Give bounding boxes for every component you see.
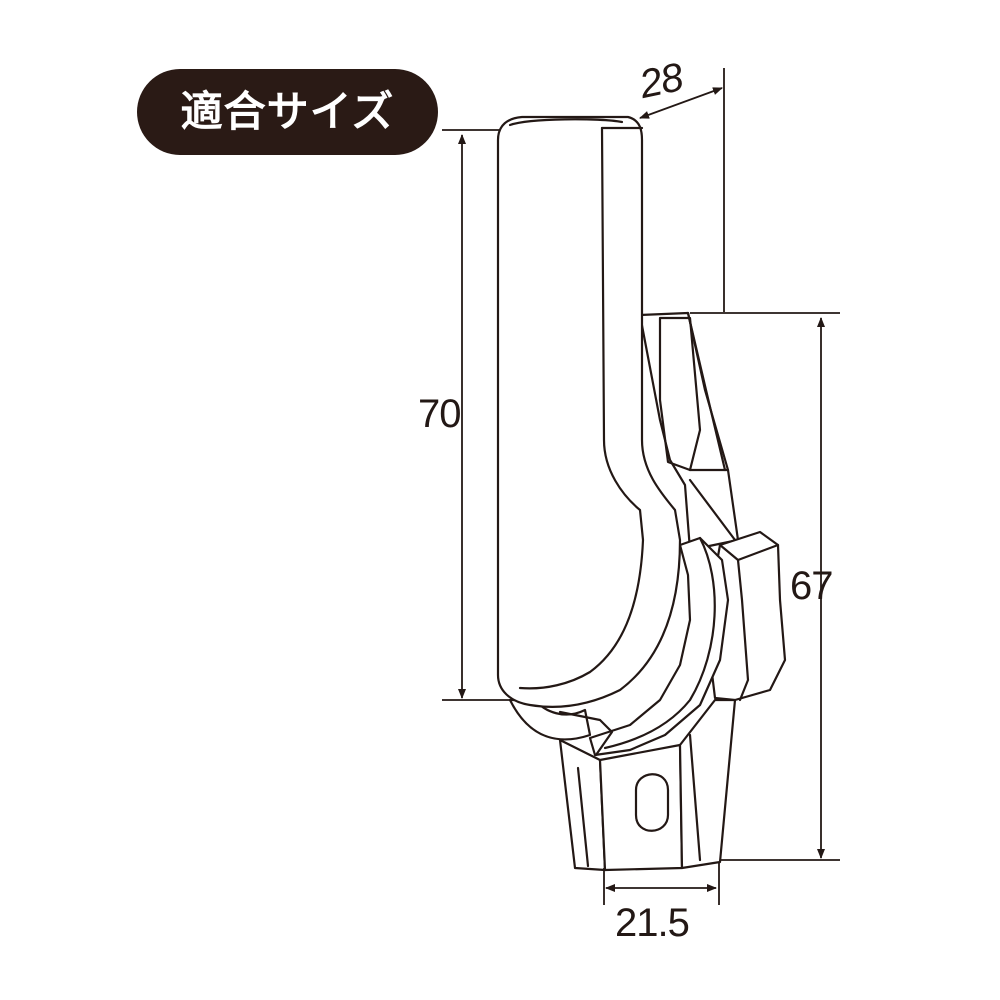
dimension-28-label: 28	[635, 55, 687, 108]
lock-handle	[496, 115, 682, 708]
dimension-67-label: 67	[790, 564, 833, 608]
lock-base	[558, 698, 737, 872]
fit-size-badge: 適合サイズ	[137, 69, 438, 155]
back-plate	[638, 311, 740, 552]
dimension-21-5-label: 21.5	[615, 901, 690, 945]
dimension-lines	[442, 68, 840, 905]
dim-line-28	[639, 87, 723, 119]
crescent-hook	[508, 536, 730, 757]
dimension-70-label: 70	[418, 392, 461, 436]
crescent-cam	[706, 530, 787, 702]
